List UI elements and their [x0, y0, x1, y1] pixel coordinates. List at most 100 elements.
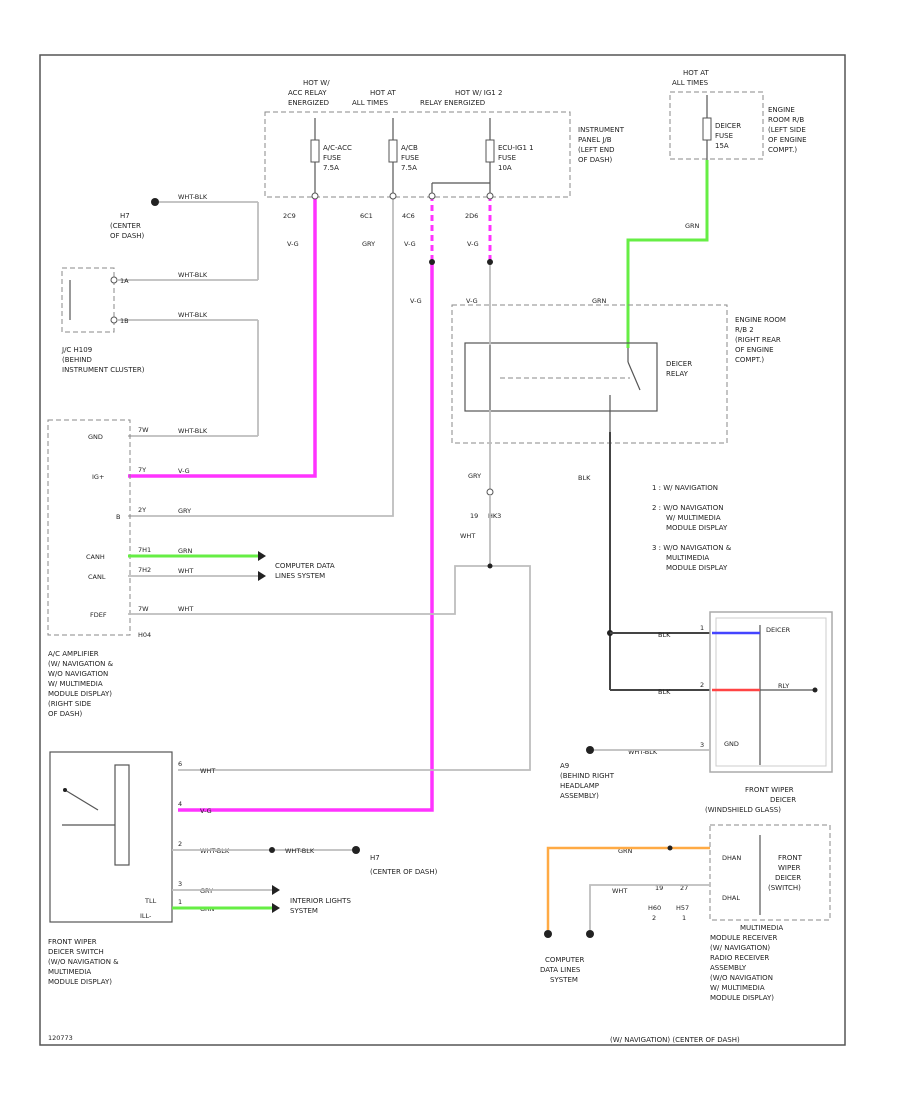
svg-text:INTERIOR LIGHTS: INTERIOR LIGHTS	[290, 897, 351, 905]
svg-text:FRONT WIPER: FRONT WIPER	[48, 938, 97, 946]
svg-text:(SWITCH): (SWITCH)	[768, 884, 801, 892]
svg-text:RELAY ENERGIZED: RELAY ENERGIZED	[420, 99, 485, 107]
multimedia-pins: DHAN DHAL GRN WHT 19 27 H60 H57 2 1 FRON…	[612, 847, 803, 922]
svg-text:SYSTEM: SYSTEM	[290, 907, 318, 915]
diagram-code: 120773	[48, 1034, 73, 1042]
connector-pin	[428, 192, 436, 200]
svg-text:1: 1	[178, 898, 182, 906]
interior-lights-link[interactable]: INTERIOR LIGHTS SYSTEM	[290, 897, 351, 915]
svg-text:DATA LINES: DATA LINES	[540, 966, 581, 974]
arrow-ill	[272, 903, 280, 913]
svg-text:ECU-IG1 1: ECU-IG1 1	[498, 144, 534, 152]
svg-text:(W/ NAVIGATION &: (W/ NAVIGATION &	[48, 660, 114, 668]
svg-text:1: 1	[700, 624, 704, 632]
switch-contact	[64, 789, 99, 811]
svg-text:FUSE: FUSE	[401, 154, 419, 162]
svg-text:IG+: IG+	[92, 473, 104, 481]
svg-text:CANH: CANH	[86, 553, 105, 561]
svg-text:INSTRUMENT: INSTRUMENT	[578, 126, 625, 134]
svg-text:(BEHIND RIGHT: (BEHIND RIGHT	[560, 772, 615, 780]
svg-text:WHT-BLK: WHT-BLK	[628, 748, 658, 756]
svg-text:A/CB: A/CB	[401, 144, 418, 152]
power-label-hot1: HOT W/ ACC RELAY ENERGIZED	[288, 79, 330, 107]
svg-text:4C6: 4C6	[402, 212, 415, 220]
svg-text:(BEHIND: (BEHIND	[62, 356, 92, 364]
svg-text:W/ MULTIMEDIA: W/ MULTIMEDIA	[666, 514, 721, 522]
svg-text:V-G: V-G	[467, 240, 479, 248]
front-wiper-deicer-pins: BLK 1 BLK 2 WHT-BLK 3 DEICER RLY GND	[628, 624, 791, 756]
svg-text:V-G: V-G	[200, 807, 212, 815]
svg-text:B: B	[116, 513, 120, 521]
svg-text:2 : W/O NAVIGATION: 2 : W/O NAVIGATION	[652, 504, 723, 512]
wire-acc-ig	[128, 195, 317, 478]
svg-text:ENERGIZED: ENERGIZED	[288, 99, 329, 107]
svg-text:H7: H7	[120, 212, 130, 220]
svg-text:W/ MULTIMEDIA: W/ MULTIMEDIA	[48, 680, 103, 688]
svg-text:MODULE DISPLAY: MODULE DISPLAY	[666, 524, 728, 532]
svg-text:HOT W/: HOT W/	[303, 79, 330, 87]
deicer-relay-label: DEICER RELAY	[666, 360, 692, 378]
svg-text:CANL: CANL	[88, 573, 106, 581]
svg-text:2D6: 2D6	[465, 212, 478, 220]
svg-text:FUSE: FUSE	[323, 154, 341, 162]
svg-text:DEICER: DEICER	[666, 360, 692, 368]
svg-text:(W/ NAVIGATION) (CENTER OF DAS: (W/ NAVIGATION) (CENTER OF DASH)	[610, 1036, 740, 1044]
svg-text:(W/ NAVIGATION): (W/ NAVIGATION)	[710, 944, 770, 952]
svg-text:ASSEMBLY): ASSEMBLY)	[560, 792, 599, 800]
connector-pin	[389, 192, 397, 200]
svg-text:FRONT: FRONT	[778, 854, 803, 862]
svg-text:COMPUTER DATA: COMPUTER DATA	[275, 562, 335, 570]
switch-pins: 6 WHT 4 V-G 2 WHT-BLK 3 GRY 1 GRN TLL IL…	[140, 760, 230, 920]
svg-text:DEICER: DEICER	[770, 796, 796, 804]
svg-text:19: 19	[655, 884, 663, 892]
svg-text:ASSEMBLY: ASSEMBLY	[710, 964, 747, 972]
computer-data-lines-link-bottom[interactable]: COMPUTER DATA LINES SYSTEM	[540, 956, 584, 984]
svg-text:INSTRUMENT CLUSTER): INSTRUMENT CLUSTER)	[62, 366, 145, 374]
svg-text:7H2: 7H2	[138, 566, 151, 574]
svg-text:7.5A: 7.5A	[323, 164, 339, 172]
power-label-hot2: HOT AT ALL TIMES	[352, 89, 397, 107]
junction-connector-label: J/C H109 (BEHIND INSTRUMENT CLUSTER)	[61, 346, 145, 374]
svg-text:FUSE: FUSE	[498, 154, 516, 162]
svg-text:2C9: 2C9	[283, 212, 296, 220]
fuse-acc: A/C-ACC FUSE 7.5A	[310, 118, 352, 195]
svg-text:2Y: 2Y	[138, 506, 146, 514]
svg-text:(WINDSHIELD GLASS): (WINDSHIELD GLASS)	[705, 806, 781, 814]
junction-connector-h109	[61, 267, 115, 333]
svg-text:ILL-: ILL-	[140, 912, 152, 920]
svg-text:DHAL: DHAL	[722, 894, 740, 902]
svg-text:(RIGHT REAR: (RIGHT REAR	[735, 336, 781, 344]
svg-text:MODULE RECEIVER: MODULE RECEIVER	[710, 934, 777, 942]
svg-text:1 : W/ NAVIGATION: 1 : W/ NAVIGATION	[652, 484, 718, 492]
engine-room-jb-label: ENGINE ROOM R/B (LEFT SIDE OF ENGINE COM…	[768, 106, 807, 154]
option-notes: 1 : W/ NAVIGATION 2 : W/O NAVIGATION W/ …	[652, 484, 732, 572]
connector-pin	[486, 488, 494, 496]
ac-amplifier	[47, 419, 131, 636]
svg-text:HOT AT: HOT AT	[370, 89, 397, 97]
svg-text:WHT-BLK: WHT-BLK	[178, 427, 208, 435]
svg-text:2: 2	[178, 840, 182, 848]
svg-text:DEICER: DEICER	[715, 122, 741, 130]
svg-text:4: 4	[178, 800, 182, 808]
computer-data-lines-link[interactable]: COMPUTER DATA LINES SYSTEM	[275, 562, 335, 580]
svg-text:7W: 7W	[138, 605, 149, 613]
wire-receiver-canl	[589, 884, 710, 930]
svg-text:DEICER: DEICER	[775, 874, 801, 882]
wire-mid-right	[178, 565, 531, 771]
engine-room-rb2-label: ENGINE ROOM R/B 2 (RIGHT REAR OF ENGINE …	[735, 316, 786, 364]
svg-text:V-G: V-G	[178, 467, 190, 475]
svg-text:PANEL J/B: PANEL J/B	[578, 136, 612, 144]
svg-text:(CENTER: (CENTER	[110, 222, 141, 230]
svg-text:GRY: GRY	[362, 240, 375, 248]
engine-room-relay-block-2	[451, 304, 728, 444]
svg-text:6C1: 6C1	[360, 212, 373, 220]
wire-label: BLK	[578, 474, 591, 482]
svg-text:15A: 15A	[715, 142, 729, 150]
svg-text:MULTIMEDIA: MULTIMEDIA	[48, 968, 91, 976]
svg-text:MODULE DISPLAY): MODULE DISPLAY)	[710, 994, 774, 1002]
svg-text:MODULE DISPLAY): MODULE DISPLAY)	[48, 978, 112, 986]
svg-text:1: 1	[682, 914, 686, 922]
pin-label: 1A	[120, 277, 129, 285]
svg-text:COMPT.): COMPT.)	[768, 146, 797, 154]
